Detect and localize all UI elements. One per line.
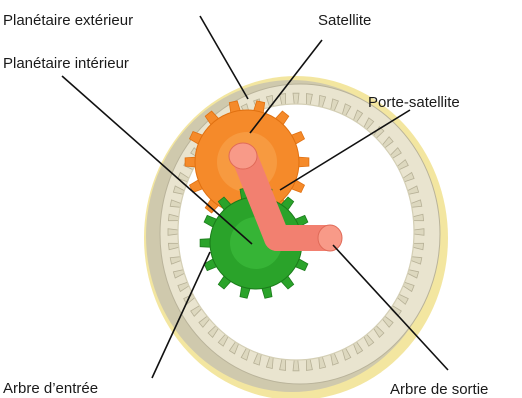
label-input-shaft: Arbre d’entrée — [3, 380, 98, 397]
label-outer-ring: Planétaire extérieur — [3, 12, 133, 29]
output-shaft-end — [318, 225, 342, 251]
ring-tooth — [293, 93, 299, 104]
ring-tooth — [414, 229, 424, 236]
ring-tooth — [168, 229, 178, 236]
label-planet: Satellite — [318, 12, 371, 29]
label-carrier: Porte-satellite — [368, 94, 460, 111]
label-output-shaft: Arbre de sortie — [390, 381, 488, 398]
label-sun: Planétaire intérieur — [3, 55, 129, 72]
ring-tooth — [293, 360, 299, 371]
carrier-pin-top — [229, 143, 257, 169]
leader-outer-ring — [200, 16, 248, 99]
